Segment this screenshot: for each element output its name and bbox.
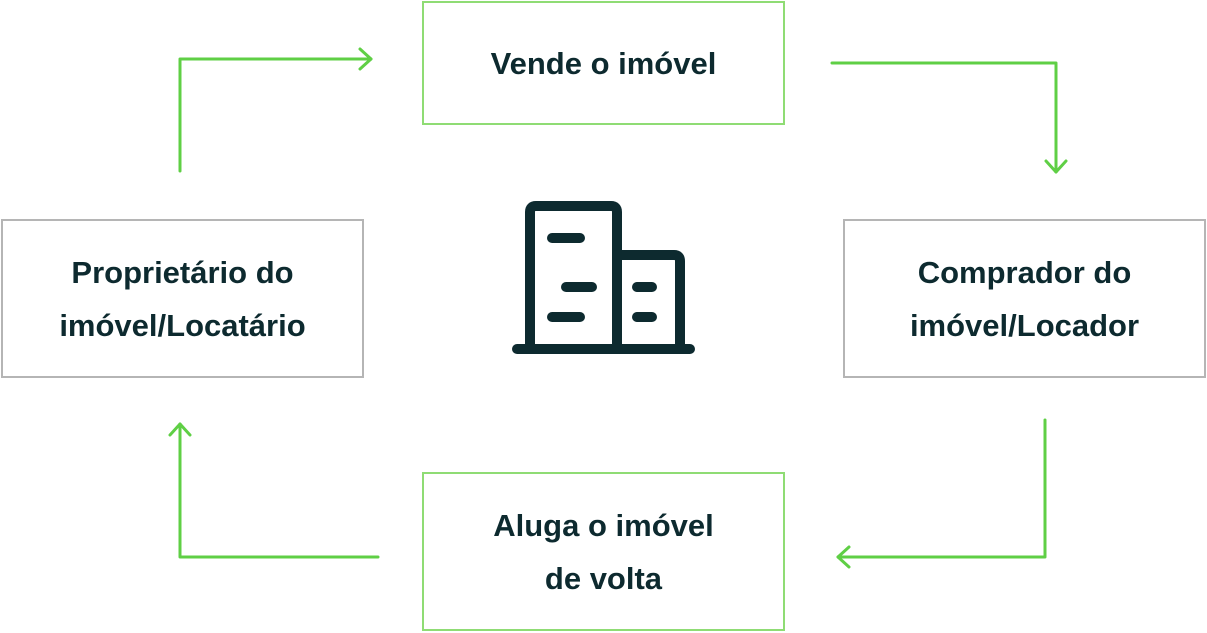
arrow-bottom-to-left xyxy=(168,422,380,559)
step-owner-tenant: Proprietário do imóvel/Locatário xyxy=(1,219,364,378)
arrow-top-to-right xyxy=(830,61,1068,174)
step-rents-back-label: Aluga o imóvel de volta xyxy=(493,507,714,596)
step-sells-property-label: Vende o imóvel xyxy=(490,45,717,81)
arrow-left-to-top xyxy=(178,47,373,173)
step-sells-property: Vende o imóvel xyxy=(422,1,785,125)
step-rents-back: Aluga o imóvel de volta xyxy=(422,472,785,631)
office-building-icon xyxy=(512,201,695,354)
arrow-right-to-bottom xyxy=(836,418,1047,569)
step-owner-tenant-label: Proprietário do imóvel/Locatário xyxy=(59,254,306,343)
step-buyer-landlord: Comprador do imóvel/Locador xyxy=(843,219,1206,378)
step-buyer-landlord-label: Comprador do imóvel/Locador xyxy=(909,254,1140,343)
